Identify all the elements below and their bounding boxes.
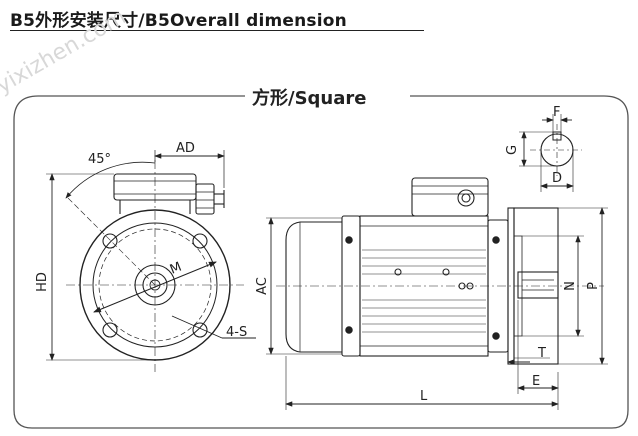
ac-label: AC <box>255 277 270 295</box>
front-view <box>46 150 256 372</box>
angle-label: 45° <box>88 152 111 167</box>
m-label: M <box>168 260 184 278</box>
cable-gland <box>195 183 215 215</box>
t-label: T <box>537 346 546 361</box>
cooling-fins <box>362 249 486 333</box>
hd-label: HD <box>35 272 50 292</box>
shaft-key-detail <box>519 114 582 192</box>
panel-frame <box>13 95 629 429</box>
fan-cover <box>285 221 342 353</box>
bolt-hole <box>192 322 208 338</box>
g-label: G <box>505 145 520 155</box>
bolt-hole <box>102 233 118 249</box>
e-label: E <box>532 374 540 389</box>
ad-label: AD <box>176 141 195 156</box>
side-view <box>266 177 608 410</box>
f-label: F <box>553 105 560 120</box>
holes-label: 4-S <box>226 325 247 340</box>
side-shaft <box>517 271 559 299</box>
bolt-hole <box>192 233 208 249</box>
page-title: B5外形安装尺寸/B5Overall dimension <box>10 11 347 31</box>
p-label: P <box>586 282 601 290</box>
n-label: N <box>563 281 578 291</box>
side-terminal-box <box>411 177 489 217</box>
title-underline <box>10 30 424 31</box>
watermark-text: yixizhen.com <box>0 5 130 99</box>
d-label: D <box>552 171 562 186</box>
l-label: L <box>420 389 428 404</box>
panel-title: 方形/Square <box>252 87 366 109</box>
bolt-hole <box>102 322 118 338</box>
